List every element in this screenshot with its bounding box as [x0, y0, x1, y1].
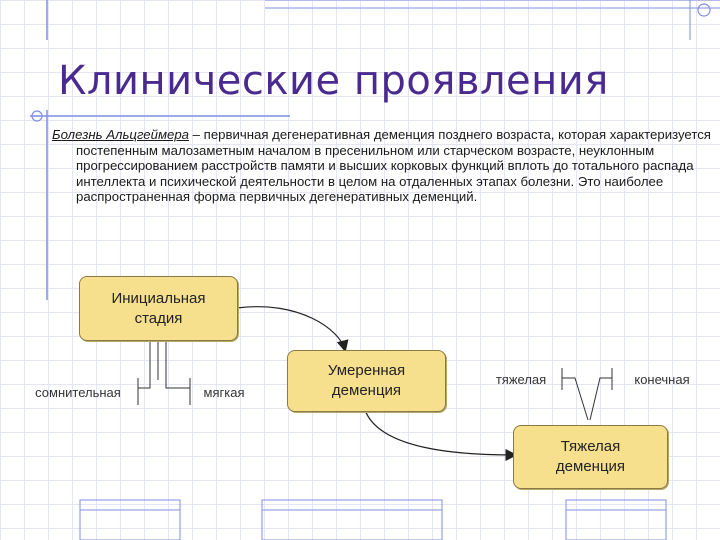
definition-text: – первичная дегенеративная деменция позд… [76, 127, 711, 205]
label-terminal: конечная [634, 372, 690, 387]
label-doubtful: сомнительная [35, 385, 121, 400]
disease-term: Болезнь Альцгеймера [52, 127, 190, 142]
label-heavy: тяжелая [495, 372, 547, 387]
moderate-stage-line2: деменция [331, 382, 402, 399]
initial-stage-box: Инициальная стадия [79, 276, 238, 341]
initial-stage-line1: Инициальная [111, 289, 206, 307]
moderate-stage-box: Умеренная деменция [287, 350, 446, 412]
label-mild: мягкая [203, 385, 245, 400]
initial-stage-line2: стадия [134, 309, 183, 327]
severe-stage-line1: Тяжелая [560, 438, 621, 455]
severe-stage-line2: деменция [555, 458, 626, 475]
definition-paragraph: Болезнь Альцгеймера – первичная дегенера… [52, 127, 716, 205]
moderate-stage-line1: Умеренная [327, 362, 406, 379]
page-title: Клинические проявления [58, 58, 609, 104]
severe-stage-box: Тяжелая деменция [513, 425, 668, 489]
